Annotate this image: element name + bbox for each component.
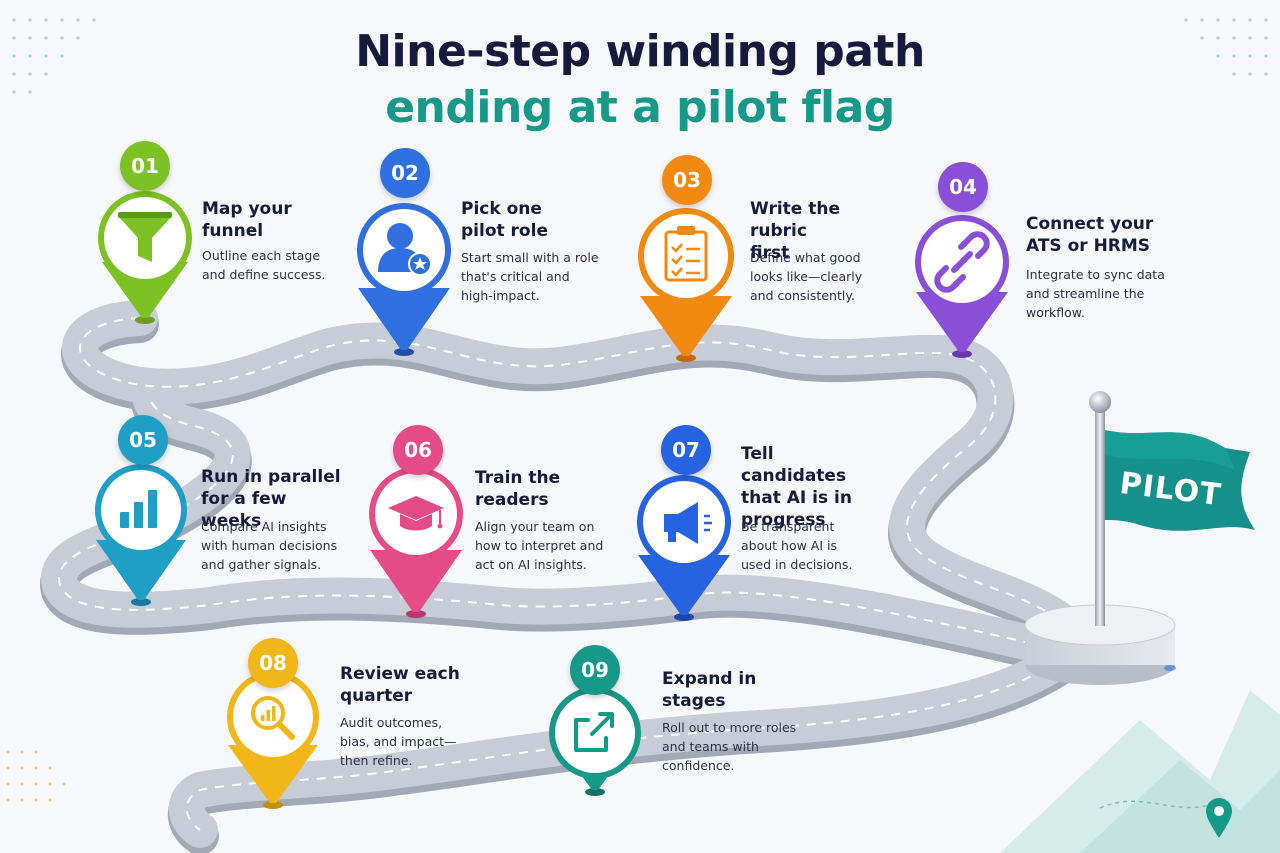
bar-chart-icon — [120, 490, 157, 528]
step-05-description: Compare AI insights with human decisions… — [201, 519, 338, 572]
step-04-number: 04 — [938, 162, 988, 212]
step-05-number: 05 — [118, 415, 168, 465]
funnel-icon — [118, 212, 172, 262]
checklist-clipboard-icon — [664, 226, 708, 282]
dot-pattern-top-left — [12, 18, 96, 94]
step-05-title: Run in parallel for a few weeks — [201, 467, 341, 531]
dot-pattern-top-right — [1184, 18, 1268, 76]
graduation-cap-icon — [388, 496, 444, 531]
step-07-title: Tell candidates that AI is in progress — [741, 444, 852, 530]
step-02-number: 02 — [380, 148, 430, 198]
pilot-flag — [1105, 430, 1255, 531]
step-06-description: Align your team on how to interpret and … — [475, 519, 604, 572]
step-09-description: Roll out to more roles and teams with co… — [662, 720, 797, 773]
page-subtitle: ending at a pilot flag — [385, 82, 895, 133]
user-star-icon — [378, 223, 432, 276]
step-01-number: 01 — [120, 141, 170, 191]
step-09-number: 09 — [570, 645, 620, 695]
step-01-title: Map your funnel — [202, 199, 292, 241]
step-08-description: Audit outcomes, bias, and impact—then re… — [340, 715, 457, 768]
megaphone-icon — [664, 502, 712, 544]
step-07-number: 07 — [661, 425, 711, 475]
step-09-title: Expand in stages — [662, 669, 757, 711]
flag-pole — [1089, 391, 1111, 626]
step-03-title: Write the rubric first — [750, 199, 840, 263]
step-08-number: 08 — [248, 638, 298, 688]
link-icon — [934, 231, 990, 293]
step-04-description: Integrate to sync data and streamline th… — [1026, 267, 1165, 320]
dot-pattern-bottom-left — [6, 750, 66, 802]
pin-09 — [549, 687, 641, 796]
step-02-description: Start small with a role that's critical … — [461, 250, 599, 303]
magnifier-chart-icon — [251, 696, 295, 740]
page-title: Nine-step winding path — [355, 26, 925, 77]
step-02-title: Pick one pilot role — [461, 199, 548, 241]
step-06-title: Train the readers — [475, 468, 561, 510]
step-01-description: Outline each stage and define success. — [202, 248, 326, 282]
winding-road — [40, 300, 1079, 853]
location-pin-icon — [1206, 798, 1232, 838]
step-07-description: Be transparent about how AI is used in d… — [741, 519, 853, 572]
step-08-title: Review each quarter — [340, 664, 460, 706]
external-arrow-icon — [574, 712, 614, 752]
step-06-number: 06 — [393, 425, 443, 475]
step-03-description: Define what good looks like—clearly and … — [750, 250, 863, 303]
step-03-number: 03 — [662, 155, 712, 205]
mountains-decoration — [1000, 690, 1280, 853]
pin-05 — [95, 464, 187, 606]
step-04-title: Connect your ATS or HRMS — [1026, 214, 1154, 256]
